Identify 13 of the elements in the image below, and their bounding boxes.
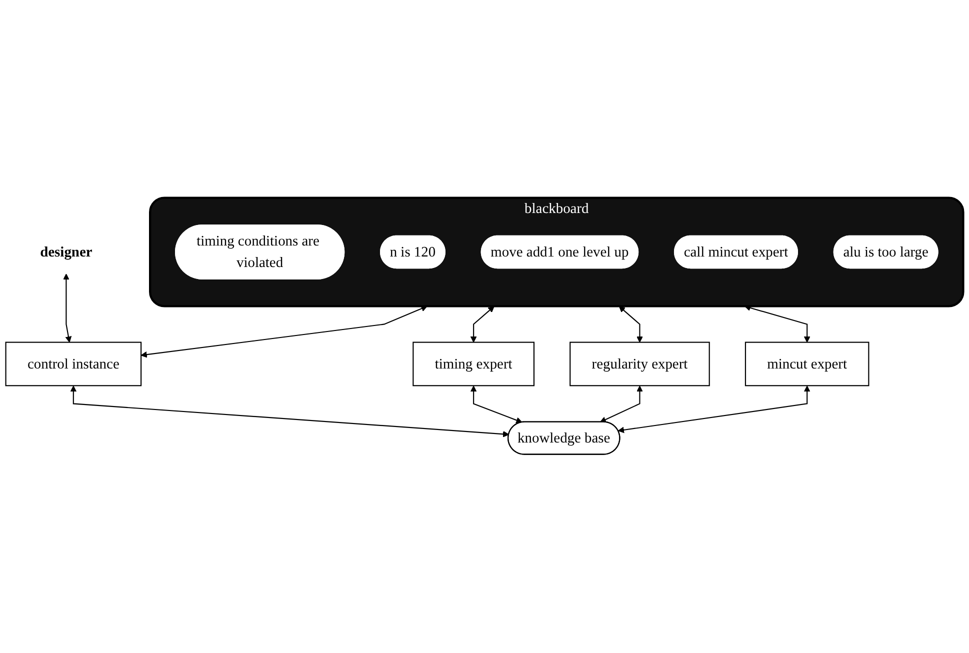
node-box: control instance bbox=[5, 342, 142, 387]
arrow bbox=[470, 306, 494, 344]
arrow bbox=[470, 386, 522, 424]
node-box: mincut expert bbox=[744, 342, 870, 387]
arrow bbox=[618, 386, 810, 434]
arrow bbox=[63, 274, 72, 344]
arrow bbox=[140, 306, 428, 358]
node-text: designer bbox=[40, 244, 92, 260]
arrow bbox=[618, 306, 643, 344]
arrow bbox=[600, 386, 643, 424]
node-box: timing expert bbox=[412, 342, 535, 387]
arrow bbox=[70, 386, 510, 438]
node-box: regularity expert bbox=[570, 342, 710, 387]
